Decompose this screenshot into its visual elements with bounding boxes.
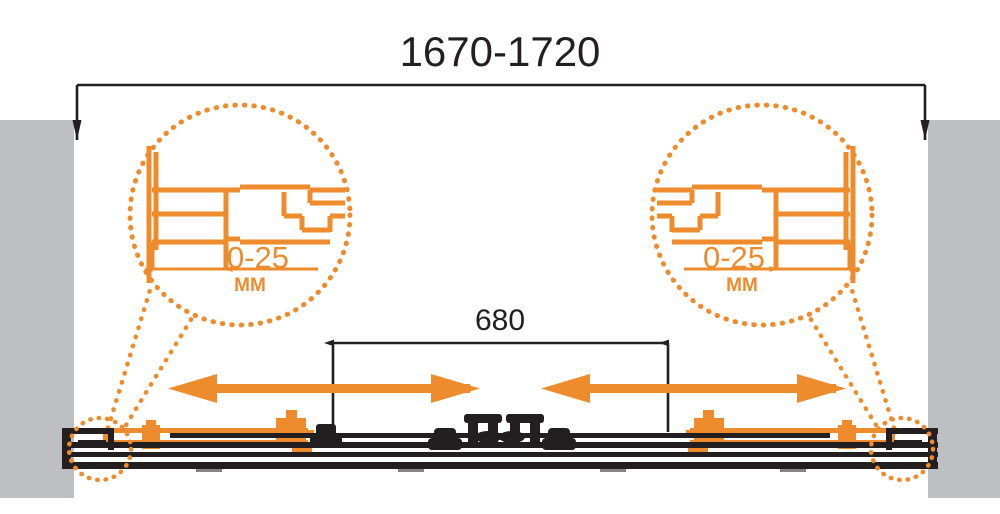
left-detail-unit: MM <box>234 275 266 296</box>
left-inner-stop <box>310 424 342 448</box>
left-wall-panel <box>0 120 74 498</box>
track-end-cap-left <box>62 428 114 466</box>
left-slide-arrow <box>168 374 480 403</box>
left-profile-section <box>146 146 345 283</box>
overall-width-label: 1670-1720 <box>400 28 601 75</box>
right-detail-unit: MM <box>726 275 758 296</box>
left-detail-value: 0-25 <box>227 240 289 275</box>
track-mount-tabs <box>196 468 806 472</box>
right-detail-callout: 0-25 MM <box>649 102 897 431</box>
left-detail-leader-lines <box>105 287 211 431</box>
door-panel-width-label: 680 <box>475 304 525 337</box>
right-detail-value: 0-25 <box>703 240 765 275</box>
right-wall-panel <box>928 120 1000 498</box>
roller-carriage-1 <box>428 428 462 450</box>
roller-carriage-4 <box>542 428 576 450</box>
right-detail-leader-lines <box>791 287 897 431</box>
overall-width-dimension <box>72 83 930 140</box>
right-profile-section <box>657 146 856 283</box>
right-detail-marker-circle <box>868 415 936 483</box>
left-detail-callout: 0-25 MM <box>105 102 353 431</box>
center-bumper <box>475 431 525 443</box>
right-slide-arrow <box>541 374 846 403</box>
bottom-track-assembly <box>62 410 938 472</box>
left-detail-marker-circle <box>66 415 134 483</box>
